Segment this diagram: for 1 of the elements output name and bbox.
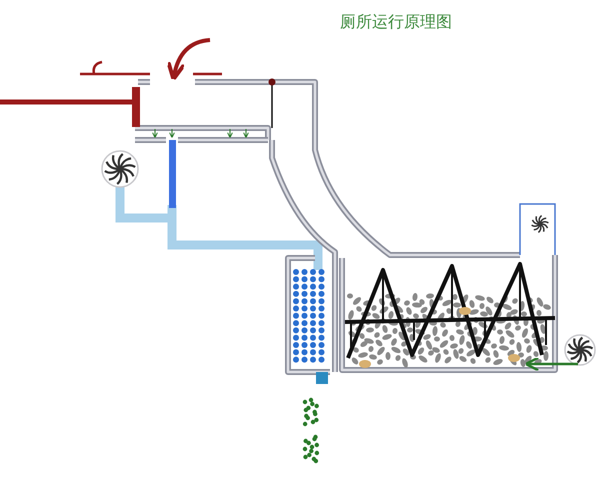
- diagram-title: 厕所运行原理图: [340, 12, 452, 33]
